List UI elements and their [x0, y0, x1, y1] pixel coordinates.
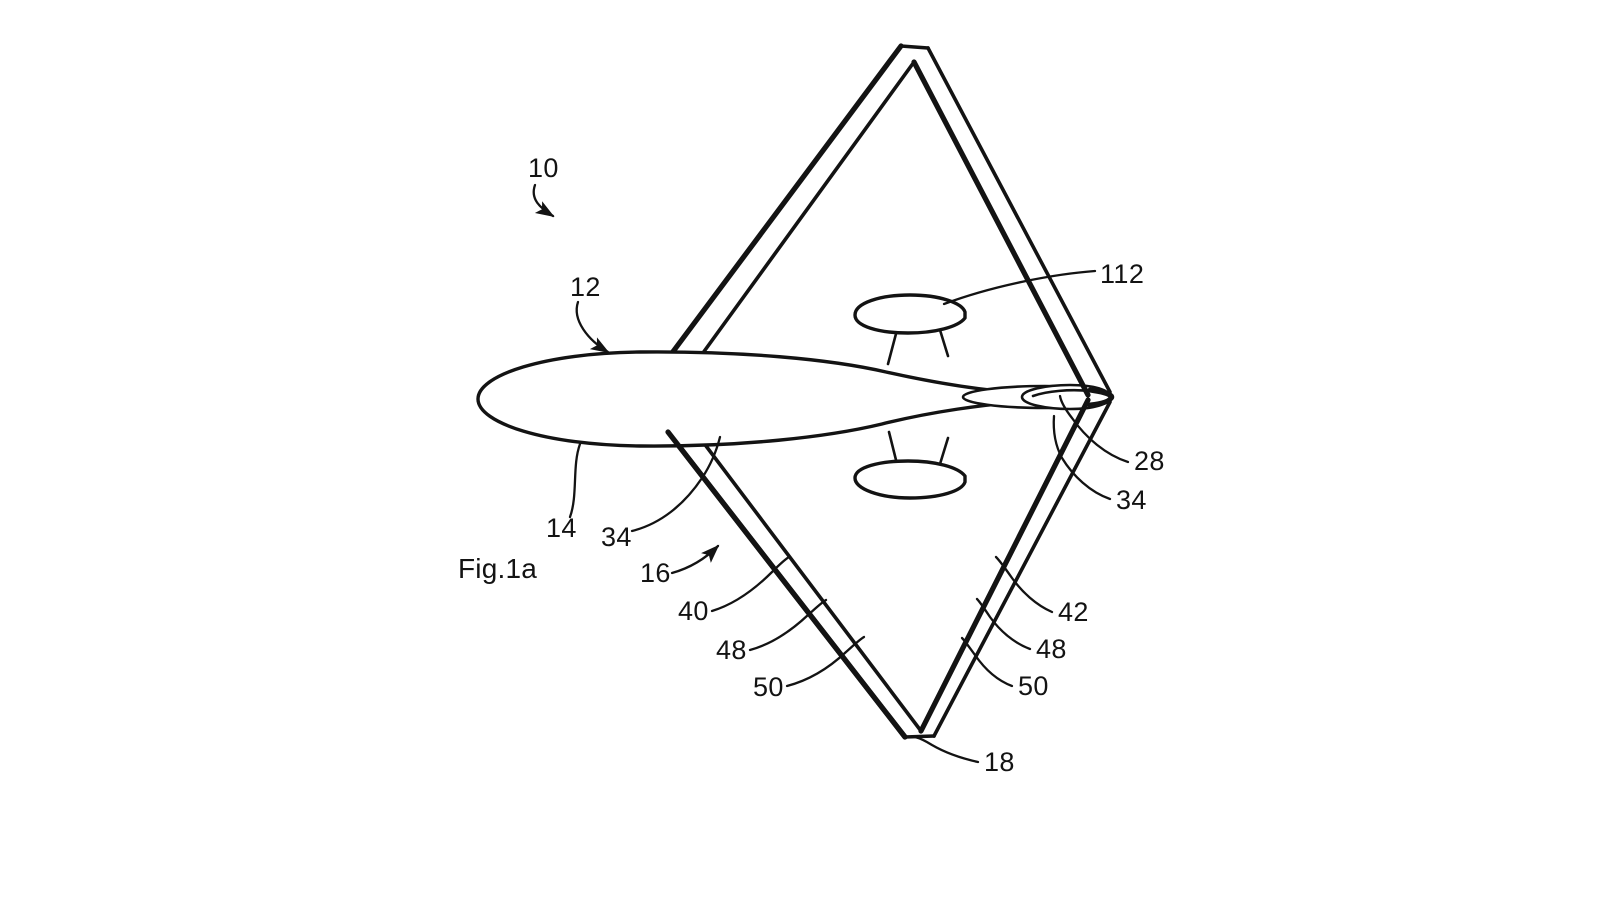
- ref-label-42: 42: [1058, 597, 1089, 627]
- top-apex: [899, 44, 930, 50]
- leader-40: [710, 555, 791, 613]
- lower-wing-left-front: [665, 429, 908, 740]
- ref-label-18: 18: [984, 747, 1015, 777]
- ref-label-10: 10: [528, 153, 559, 183]
- leader-14: [568, 442, 582, 519]
- figure-caption: Fig.1a: [458, 553, 537, 584]
- leader-50-right: [960, 636, 1014, 688]
- leader-34-right: [1052, 414, 1112, 501]
- ref-label-48-right: 48: [1036, 634, 1067, 664]
- leader-48-right: [975, 597, 1032, 651]
- lower-tailplane: [853, 459, 967, 500]
- ref-label-50-left: 50: [753, 672, 784, 702]
- leader-12: [575, 300, 610, 354]
- leader-28: [1058, 394, 1130, 464]
- ref-label-40: 40: [678, 596, 709, 626]
- bottom-apex: [903, 734, 936, 739]
- ref-label-28: 28: [1134, 446, 1165, 476]
- ref-label-16: 16: [640, 558, 671, 588]
- ref-label-50-right: 50: [1018, 671, 1049, 701]
- leader-16: [670, 544, 720, 575]
- leader-34-left: [630, 435, 722, 533]
- ref-label-48-left: 48: [716, 635, 747, 665]
- leader-42: [994, 555, 1054, 614]
- lower-wing-right: [918, 397, 1112, 738]
- ref-label-34-right: 34: [1116, 485, 1147, 515]
- upper-wing-right: [911, 46, 1112, 398]
- tailplane-pylons: [886, 328, 950, 466]
- leader-10: [532, 183, 555, 218]
- leader-112: [942, 269, 1097, 306]
- upper-tailplane: [853, 293, 967, 335]
- propeller: [961, 383, 1115, 411]
- ref-label-112: 112: [1100, 259, 1144, 289]
- reference-numeral-labels: 10 12 112 14 34 28 34 16 40 48 50 42 48 …: [528, 153, 1165, 777]
- ref-label-12: 12: [570, 272, 601, 302]
- upper-wing-left-rear: [666, 43, 916, 360]
- leader-18: [913, 735, 980, 764]
- ref-label-34-left: 34: [601, 522, 632, 552]
- ref-label-14: 14: [546, 513, 577, 543]
- leader-lines: [532, 183, 1130, 764]
- leader-50-left: [785, 635, 866, 688]
- leader-48-left: [748, 598, 828, 652]
